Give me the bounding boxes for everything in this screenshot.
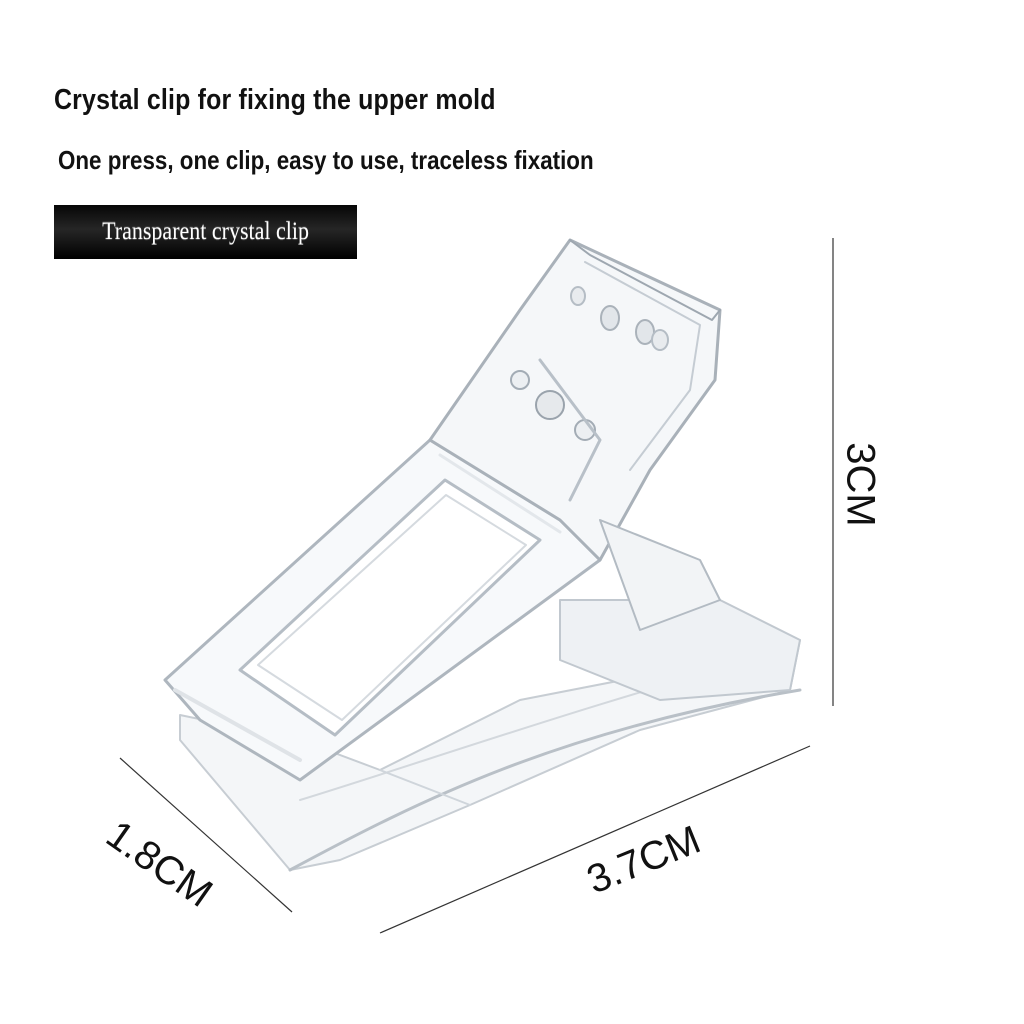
subheadline: One press, one clip, easy to use, tracel…: [58, 145, 594, 175]
badge-label: Transparent crystal clip: [102, 218, 309, 245]
depth-dimension-line: [119, 757, 293, 913]
width-dimension-line: [379, 745, 811, 934]
height-dimension-label: 3CM: [838, 442, 883, 527]
crystal-clip-image: [163, 238, 802, 872]
headline: Crystal clip for fixing the upper mold: [54, 84, 496, 116]
product-badge: Transparent crystal clip: [54, 205, 357, 259]
